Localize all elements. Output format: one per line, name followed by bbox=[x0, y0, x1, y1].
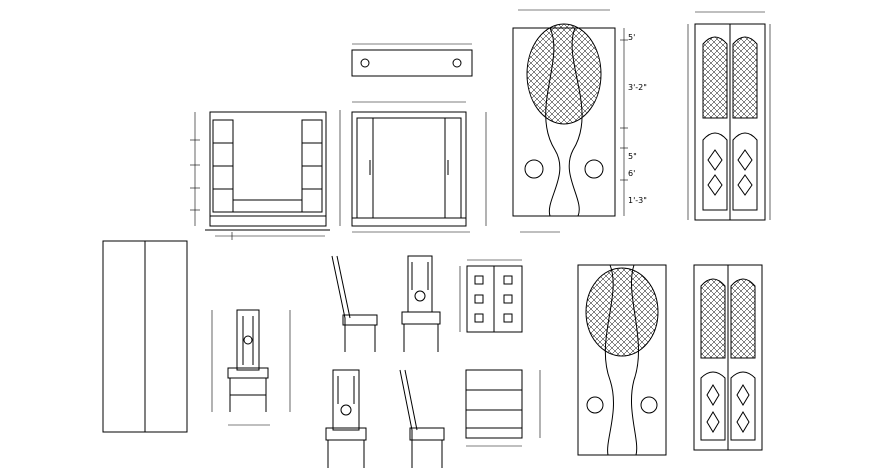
tall-door-oval-lattice: 5' 3'-2" 5" 6' 1'-3" bbox=[512, 9, 647, 233]
wardrobe-elevation-shelves bbox=[190, 111, 330, 240]
dim-label: 1'-3" bbox=[628, 196, 647, 205]
small-cabinet-panels bbox=[459, 259, 523, 333]
door-oval-lattice-copy bbox=[577, 264, 667, 456]
chair-back-view-top bbox=[401, 255, 441, 352]
chair-side-view-top bbox=[331, 255, 378, 352]
dim-label: 5' bbox=[628, 33, 635, 42]
plain-double-panel bbox=[102, 240, 188, 433]
double-door-arches-copy bbox=[693, 264, 763, 451]
chair-front-view-bottom bbox=[325, 369, 367, 468]
drawer-cabinet bbox=[465, 369, 541, 447]
dim-label: 3'-2" bbox=[628, 83, 647, 92]
dim-label: 6' bbox=[628, 169, 635, 178]
chair-side-view-bottom bbox=[399, 369, 445, 468]
dim-label: 5" bbox=[628, 152, 637, 161]
chair-front-dimensioned bbox=[211, 309, 291, 426]
wardrobe-elevation-doors bbox=[339, 43, 487, 233]
tall-double-door-arches bbox=[687, 11, 771, 221]
